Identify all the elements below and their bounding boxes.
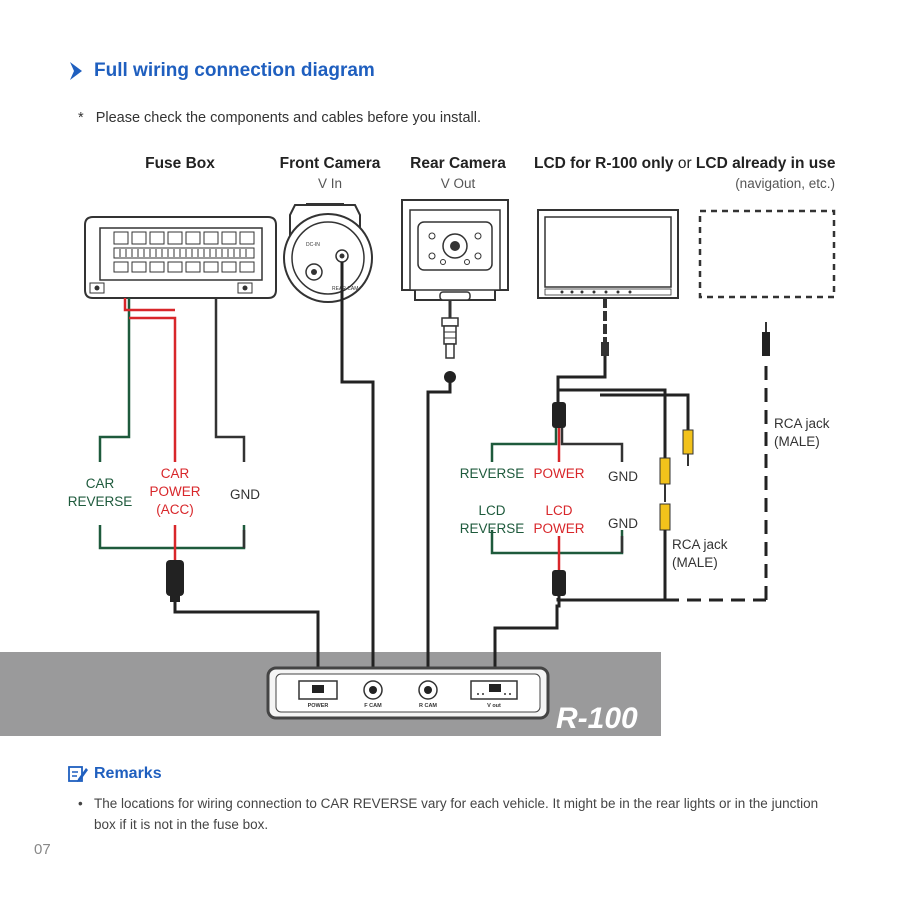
car-reverse-label: CAR REVERSE	[60, 475, 140, 511]
fuse-box	[84, 216, 277, 299]
lcd-label-part2: LCD already in use	[695, 155, 836, 172]
front-camera-label: Front Camera	[279, 155, 381, 172]
lcd-label: LCD for R-100 only or LCD already in use	[534, 155, 835, 173]
note-text: Please check the components and cables b…	[95, 110, 481, 126]
car-reverse-line2: REVERSE	[67, 494, 133, 509]
r100-device[interactable]	[266, 666, 550, 720]
car-power-line1: CAR	[160, 466, 190, 481]
gnd-right-bottom-label: GND	[608, 516, 638, 531]
rca-left-line1: RCA jack	[672, 537, 728, 552]
device-name: R-100	[556, 702, 638, 735]
rear-camera-label: Rear Camera	[410, 155, 506, 172]
front-cam-dcin-text: DC-IN	[306, 242, 320, 248]
front-camera: DC-IN REAR CAM	[283, 203, 373, 303]
page-title: Full wiring connection diagram	[94, 60, 375, 81]
lcd-power-line1: LCD	[545, 503, 573, 518]
rear-camera	[401, 199, 509, 359]
remarks-title: Remarks	[94, 765, 162, 782]
rca-left-line2: (MALE)	[672, 555, 718, 570]
remarks-heading: Remarks	[68, 765, 162, 783]
lcd-label-part1: LCD for R-100 only	[534, 155, 674, 172]
note-pencil-icon	[68, 766, 88, 782]
lcd-power-line2: POWER	[533, 521, 585, 536]
rca-right-line2: (MALE)	[774, 434, 820, 449]
port-vout-label: V out	[487, 703, 501, 709]
lcd-reverse-label: LCD REVERSE	[452, 502, 532, 538]
gnd-right-top-label: GND	[608, 469, 638, 484]
remark-bullet: •	[78, 796, 83, 811]
car-power-label: CAR POWER (ACC)	[140, 465, 210, 519]
note-bullet: *	[78, 110, 84, 126]
rca-jack-left-label: RCA jack (MALE)	[672, 536, 728, 572]
front-cam-rearcam-text: REAR CAM	[332, 286, 358, 292]
port-fcam-label: F CAM	[364, 703, 382, 709]
section-heading: Full wiring connection diagram	[68, 60, 375, 82]
lcd-reverse-line2: REVERSE	[459, 521, 525, 536]
remark-item: • The locations for wiring connection to…	[78, 793, 840, 835]
car-power-line3: (ACC)	[156, 502, 194, 517]
rear-camera-sub: V Out	[440, 176, 476, 191]
page-number: 07	[34, 841, 51, 858]
fuse-box-label: Fuse Box	[145, 155, 215, 172]
lcd-sub: (navigation, etc.)	[735, 176, 835, 191]
rca-right-line1: RCA jack	[774, 416, 830, 431]
install-note: * Please check the components and cables…	[78, 110, 481, 126]
gnd-left-label: GND	[230, 487, 260, 502]
reverse-label: REVERSE	[459, 466, 525, 481]
chevron-right-icon	[70, 62, 82, 80]
remark-text: The locations for wiring connection to C…	[94, 796, 819, 832]
lcd-power-label: LCD POWER	[528, 502, 590, 538]
lcd-reverse-line1: LCD	[478, 503, 506, 518]
rca-jack-right-label: RCA jack (MALE)	[774, 415, 830, 451]
port-rcam-label: R CAM	[418, 703, 438, 709]
port-power-label: POWER	[307, 703, 329, 709]
front-camera-sub: V In	[317, 176, 342, 191]
car-power-line2: POWER	[149, 484, 201, 499]
existing-lcd-placeholder	[698, 209, 836, 299]
power-label: POWER	[533, 466, 585, 481]
car-reverse-line1: CAR	[85, 476, 115, 491]
lcd-monitor	[537, 209, 679, 356]
lcd-label-or: or	[673, 155, 696, 172]
